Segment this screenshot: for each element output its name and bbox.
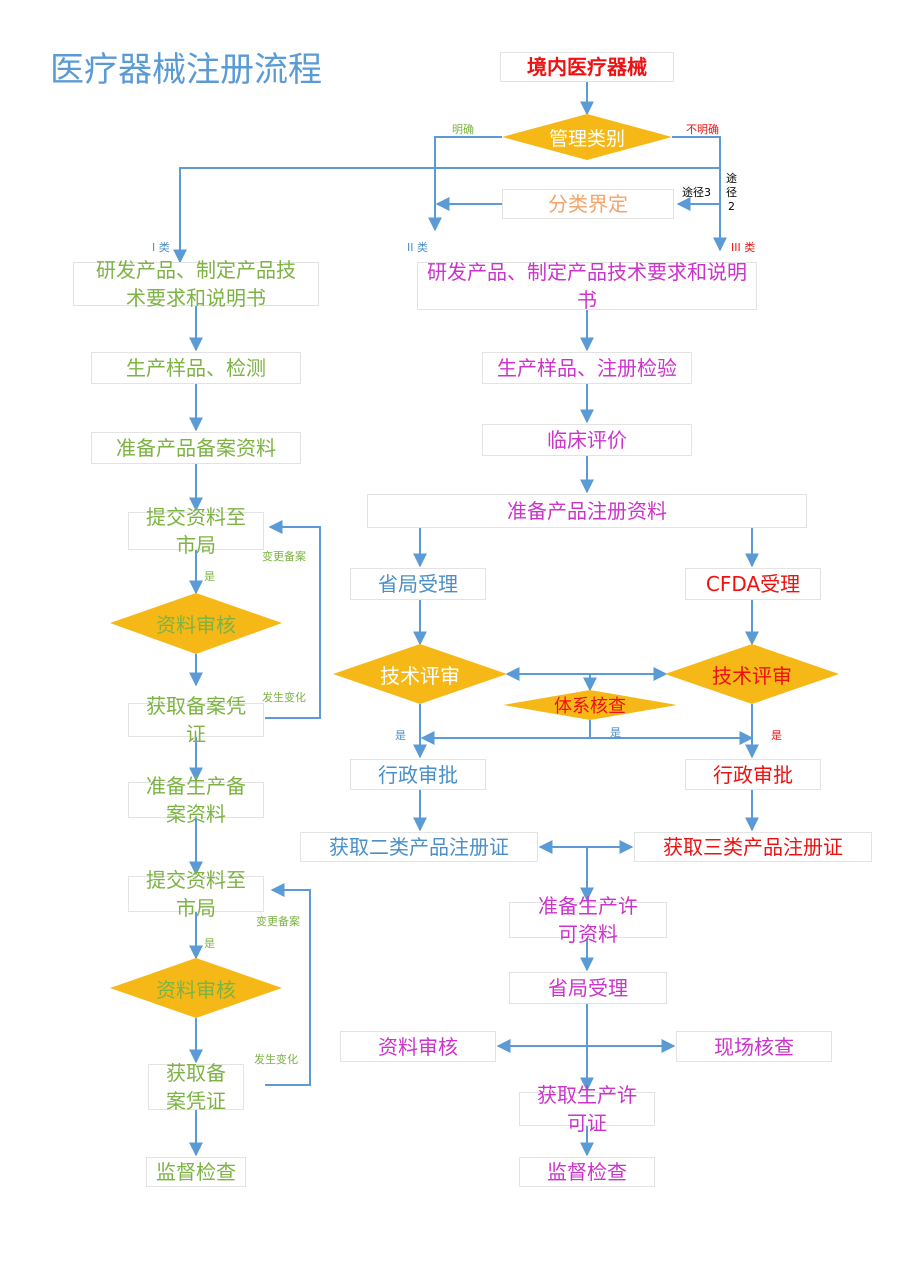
decision-tech-review-a (333, 644, 507, 704)
left-sample-box: 生产样品、检测 (91, 352, 301, 384)
obtain-license-box: 获取生产许可证 (519, 1083, 655, 1135)
yes-a-label: 是 (395, 729, 406, 742)
connector-unclear (672, 136, 727, 252)
cfda-box: CFDA受理 (685, 568, 821, 600)
unclear-label: 不明确 (686, 123, 719, 136)
yes1-label: 是 (204, 570, 215, 583)
tech-review-a-label: 技术评审 (380, 663, 460, 688)
left-submit1-box: 提交资料至市局 (128, 505, 264, 557)
review1-label: 资料审核 (156, 612, 236, 637)
right-prepare-box: 准备产品注册资料 (367, 494, 807, 528)
cert3-box: 获取三类产品注册证 (634, 832, 872, 862)
page-title: 医疗器械注册流程 (50, 50, 322, 90)
clear-label: 明确 (452, 123, 474, 136)
yes-c-label: 是 (771, 729, 782, 742)
prepare-license-box: 准备生产许可资料 (509, 894, 667, 946)
decision-tech-review-b (665, 644, 839, 704)
yes-b-label: 是 (610, 726, 621, 739)
decision-category (502, 114, 672, 160)
doc-review-box: 资料审核 (340, 1031, 496, 1062)
class2-label: II 类 (407, 241, 428, 254)
occur2-label: 发生变化 (254, 1053, 298, 1066)
loop-change2 (265, 883, 311, 1086)
site-check-box: 现场核查 (676, 1031, 832, 1062)
yes2-label: 是 (204, 937, 215, 950)
connector-class1 (173, 167, 720, 264)
left-prepare-box: 准备产品备案资料 (91, 432, 301, 464)
path2-label: 途 径 2 (726, 172, 737, 213)
start-box: 境内医疗器械 (500, 52, 674, 82)
tech-review-b-label: 技术评审 (712, 663, 792, 688)
admin-a-box: 行政审批 (350, 759, 486, 790)
classify-box: 分类界定 (502, 189, 674, 219)
left-supervise-box: 监督检查 (146, 1157, 246, 1187)
right-supervise-box: 监督检查 (519, 1157, 655, 1187)
right-develop-box: 研发产品、制定产品技术要求和说明书 (417, 260, 757, 312)
loop-change1 (265, 520, 321, 719)
right-clinical-box: 临床评价 (482, 424, 692, 456)
cert2-box: 获取二类产品注册证 (300, 832, 538, 862)
decision-review2 (110, 958, 282, 1018)
path3-label: 途径3 (682, 186, 711, 199)
left-prepare-prod-box: 准备生产备案资料 (128, 774, 264, 826)
provincial-box: 省局受理 (350, 568, 486, 600)
left-develop-box: 研发产品、制定产品技术要求和说明书 (73, 258, 319, 310)
system-check-label: 体系核查 (554, 696, 626, 717)
left-submit2-box: 提交资料至市局 (128, 868, 264, 920)
occur1-label: 发生变化 (262, 691, 306, 704)
decision-review1 (110, 593, 282, 654)
admin-b-box: 行政审批 (685, 759, 821, 790)
provincial2-box: 省局受理 (509, 972, 667, 1004)
connector-clear (428, 136, 502, 232)
decision-system-check (503, 690, 677, 720)
class3-label: III 类 (731, 241, 756, 254)
class1-label: I 类 (152, 241, 170, 254)
left-obtain2-box: 获取备案凭证 (148, 1061, 244, 1113)
category-label: 管理类别 (548, 127, 625, 150)
change2-label: 变更备案 (256, 915, 300, 928)
change1-label: 变更备案 (262, 550, 306, 563)
left-obtain1-box: 获取备案凭证 (128, 694, 264, 746)
right-sample-box: 生产样品、注册检验 (482, 352, 692, 384)
review2-label: 资料审核 (156, 977, 236, 1002)
